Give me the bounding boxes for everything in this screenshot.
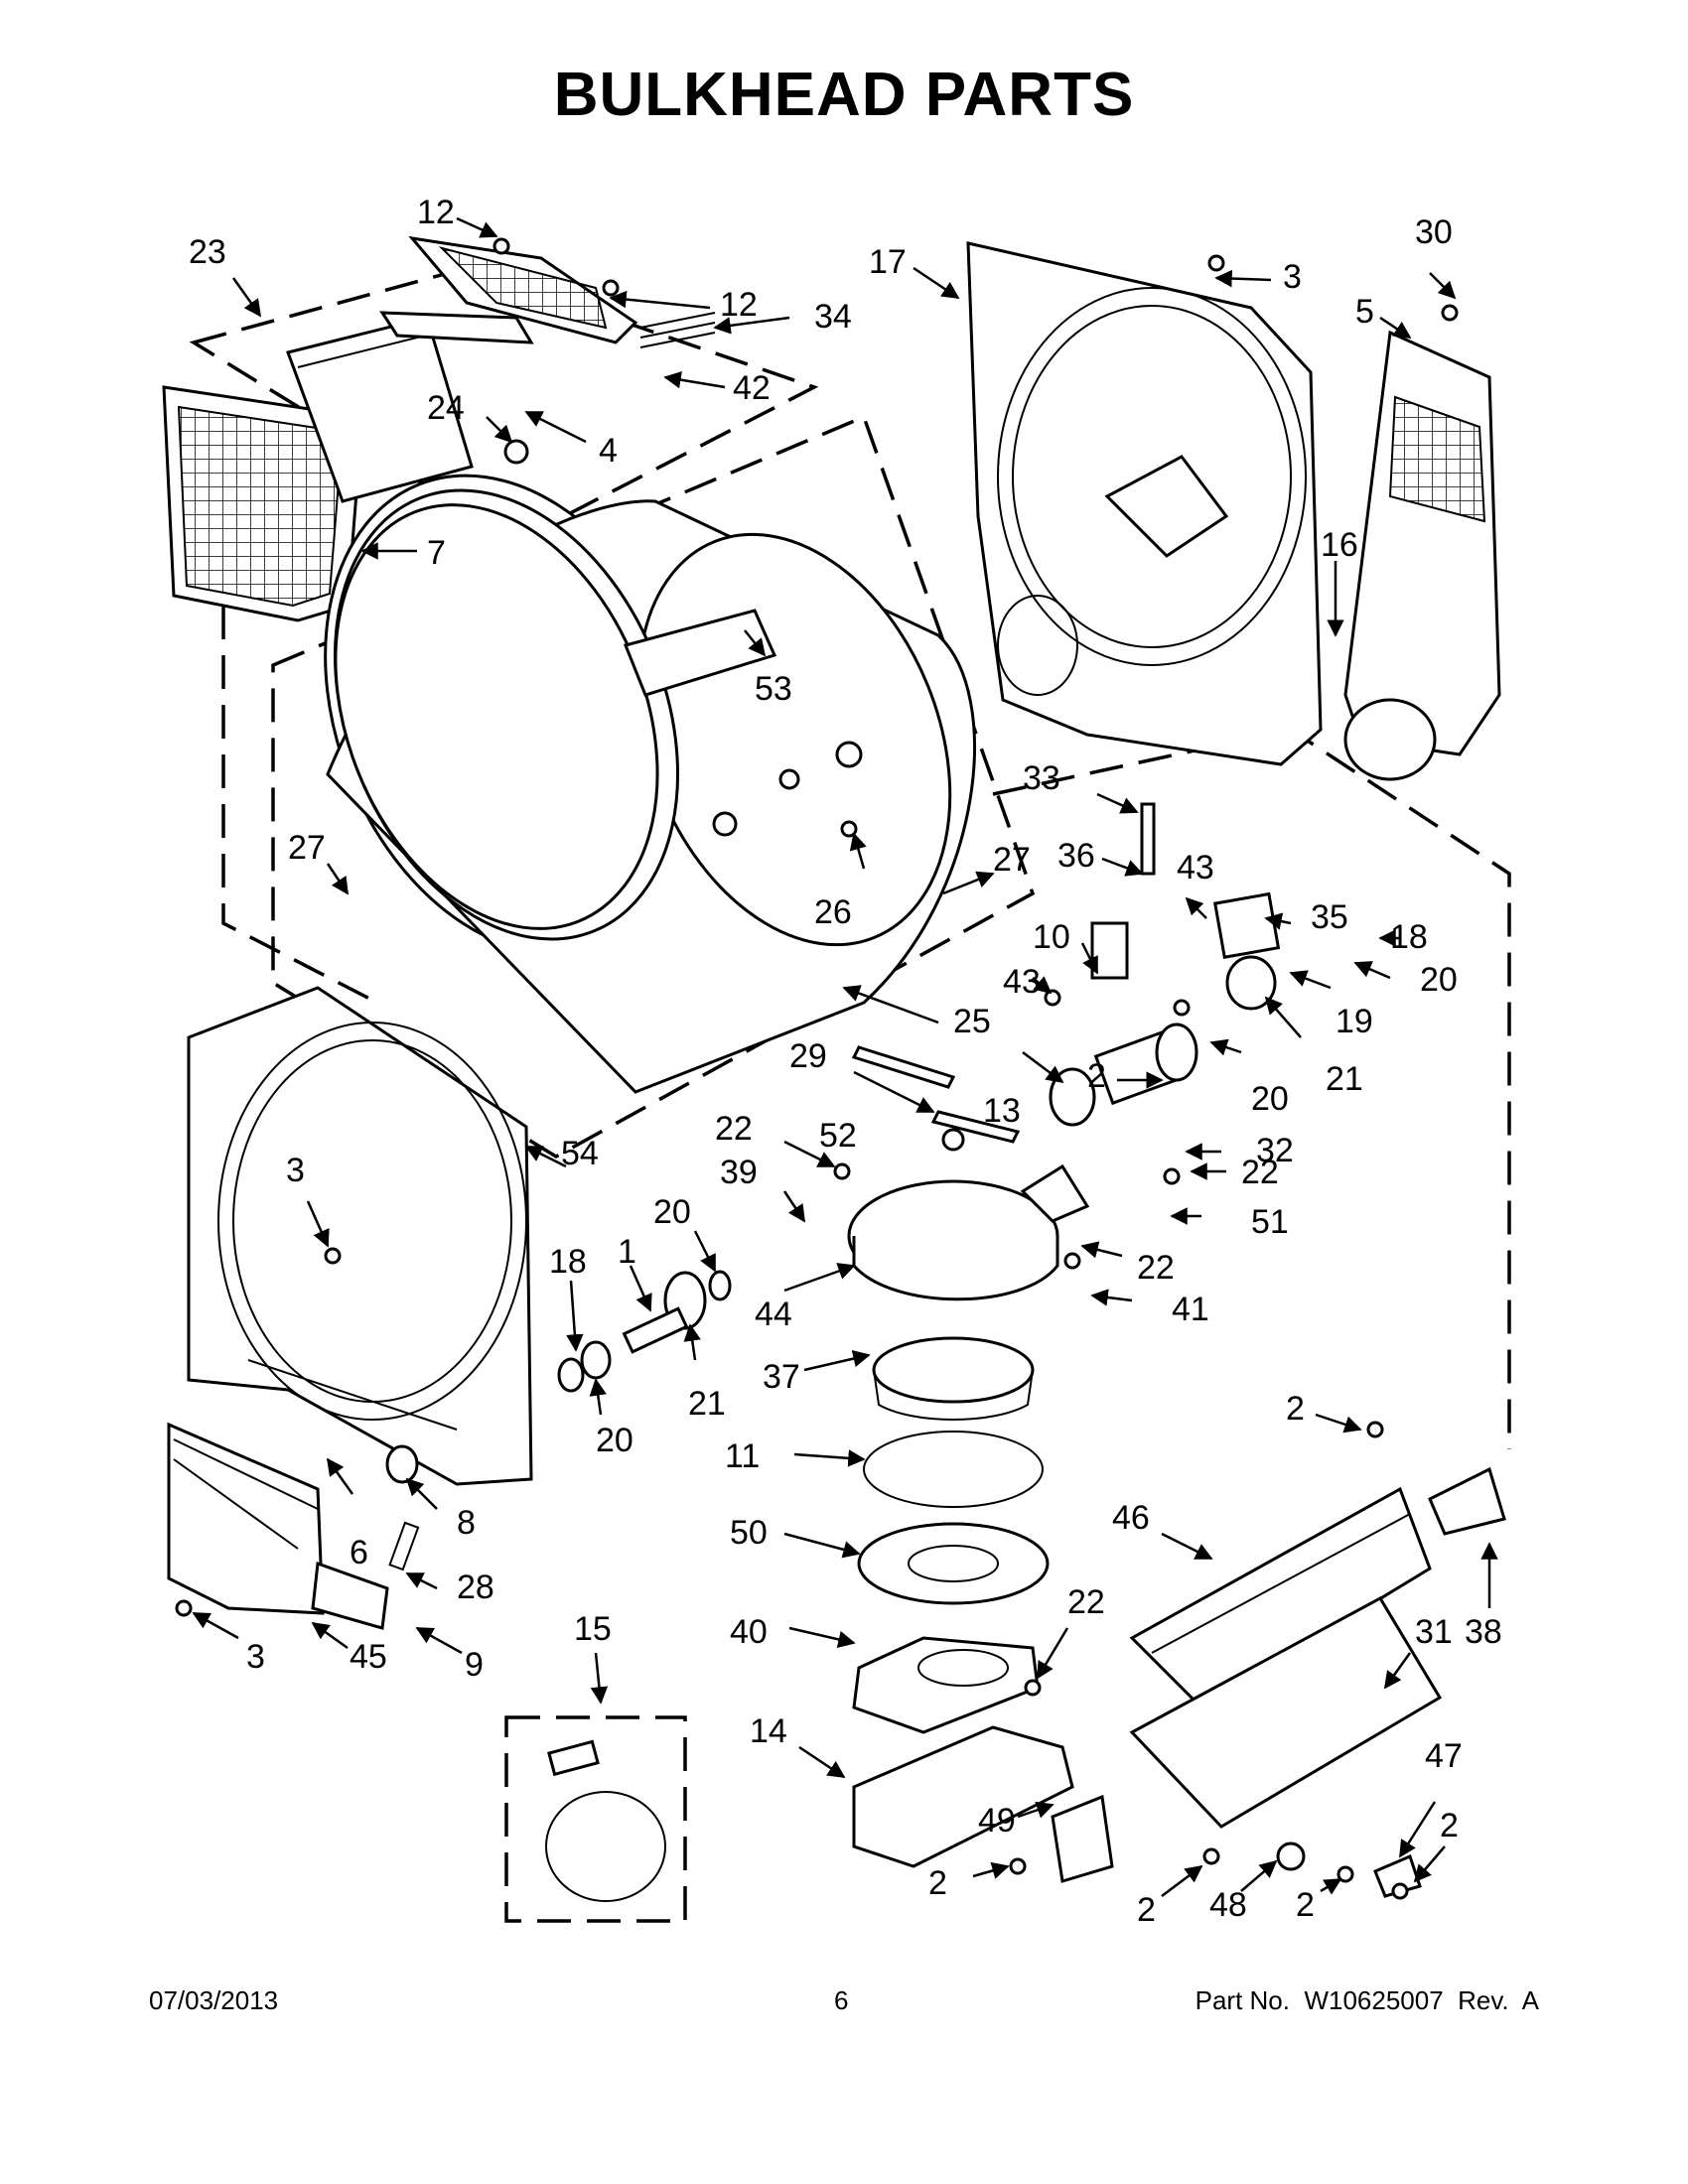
- callout-15: 15: [574, 1610, 612, 1648]
- callout-20: 20: [596, 1422, 633, 1459]
- callout-20: 20: [653, 1193, 691, 1231]
- callout-18: 18: [1390, 918, 1428, 956]
- callout-2: 2: [1087, 1057, 1106, 1095]
- callout-20: 20: [1420, 961, 1458, 999]
- callout-3: 3: [246, 1638, 265, 1676]
- callout-50: 50: [730, 1514, 768, 1552]
- callout-11: 11: [725, 1437, 760, 1475]
- callout-10: 10: [1033, 918, 1070, 956]
- callout-2: 2: [1296, 1886, 1315, 1924]
- callout-27: 27: [288, 829, 326, 867]
- footer-part-number: Part No. W10625007 Rev. A: [1195, 1985, 1539, 2015]
- callout-3: 3: [1283, 258, 1302, 296]
- blower-assembly: [847, 1128, 1090, 1734]
- lint-screen: [162, 385, 364, 622]
- callout-3: 3: [286, 1152, 305, 1189]
- callout-43: 43: [1003, 963, 1041, 1001]
- callout-5: 5: [1355, 293, 1374, 331]
- front-duct-panel: [167, 1422, 420, 1630]
- callout-6: 6: [350, 1534, 368, 1571]
- callout-9: 9: [465, 1646, 484, 1684]
- front-roller-assembly: [385, 1270, 732, 1484]
- callout-54: 54: [561, 1135, 599, 1172]
- leader-arrows: [192, 216, 1498, 1897]
- callout-32: 32: [1256, 1132, 1294, 1169]
- drum: [324, 474, 976, 1094]
- callout-21: 21: [688, 1385, 726, 1423]
- callout-26: 26: [814, 893, 852, 931]
- callout-27: 27: [993, 841, 1031, 879]
- lint-filter-housing: [286, 235, 716, 503]
- screws: [175, 237, 1459, 1900]
- page-title: BULKHEAD PARTS: [553, 61, 1135, 129]
- callout-14: 14: [750, 1712, 787, 1750]
- callout-33: 33: [1023, 759, 1060, 797]
- front-bulkhead: [187, 986, 533, 1486]
- callout-40: 40: [730, 1613, 768, 1651]
- exhaust-duct-cover: [1343, 330, 1501, 781]
- callout-24: 24: [427, 389, 465, 427]
- callout-22: 22: [715, 1110, 753, 1148]
- callout-2: 2: [1440, 1807, 1459, 1844]
- callout-28: 28: [457, 1569, 494, 1606]
- callout-44: 44: [755, 1296, 792, 1333]
- callout-42: 42: [733, 369, 771, 407]
- callout-12: 12: [720, 286, 758, 324]
- callout-30: 30: [1415, 213, 1453, 251]
- callout-21: 21: [1326, 1060, 1363, 1098]
- callout-36: 36: [1057, 837, 1095, 875]
- callout-7: 7: [427, 534, 446, 572]
- drive-and-sensor-parts: [851, 802, 1281, 1144]
- callout-17: 17: [869, 243, 907, 281]
- callout-2: 2: [1137, 1891, 1156, 1929]
- callout-48: 48: [1209, 1886, 1247, 1924]
- callout-23: 23: [189, 233, 226, 271]
- callout-53: 53: [755, 670, 792, 708]
- callout-2: 2: [928, 1864, 947, 1902]
- callout-39: 39: [720, 1154, 758, 1191]
- callout-16: 16: [1321, 526, 1358, 564]
- callout-41: 41: [1172, 1291, 1209, 1328]
- thermal-fuse-kit: [545, 1739, 666, 1902]
- callout-2: 2: [1286, 1390, 1305, 1428]
- callout-51: 51: [1251, 1203, 1289, 1241]
- callout-31: 31: [1415, 1613, 1453, 1651]
- footer-date: 07/03/2013: [149, 1985, 279, 2015]
- callout-35: 35: [1311, 898, 1348, 936]
- callout-34: 34: [814, 298, 852, 336]
- rear-bulkhead: [966, 241, 1323, 766]
- callout-4: 4: [599, 432, 618, 470]
- callout-labels: 12 23 12 34 42 24 4 7 17 3 30 5 16 53 33…: [189, 194, 1502, 1929]
- callout-19: 19: [1336, 1003, 1373, 1040]
- callout-13: 13: [983, 1092, 1021, 1130]
- callout-22: 22: [1067, 1583, 1105, 1621]
- callout-52: 52: [819, 1117, 857, 1155]
- callout-29: 29: [789, 1037, 827, 1075]
- callout-22: 22: [1137, 1249, 1175, 1287]
- callout-22: 22: [1241, 1154, 1279, 1191]
- callout-47: 47: [1425, 1737, 1463, 1775]
- callout-38: 38: [1465, 1613, 1502, 1651]
- callout-37: 37: [763, 1358, 800, 1396]
- callout-25: 25: [953, 1003, 991, 1040]
- callout-1: 1: [618, 1233, 636, 1271]
- callout-45: 45: [350, 1638, 387, 1676]
- exhaust-duct-assembly: [852, 1466, 1506, 1898]
- callout-43: 43: [1177, 849, 1214, 887]
- callout-18: 18: [549, 1243, 587, 1281]
- callout-49: 49: [978, 1802, 1016, 1840]
- footer-page-number: 6: [834, 1985, 849, 2015]
- callout-20: 20: [1251, 1080, 1289, 1118]
- callout-12: 12: [417, 194, 455, 231]
- callout-8: 8: [457, 1504, 476, 1542]
- callout-46: 46: [1112, 1499, 1150, 1537]
